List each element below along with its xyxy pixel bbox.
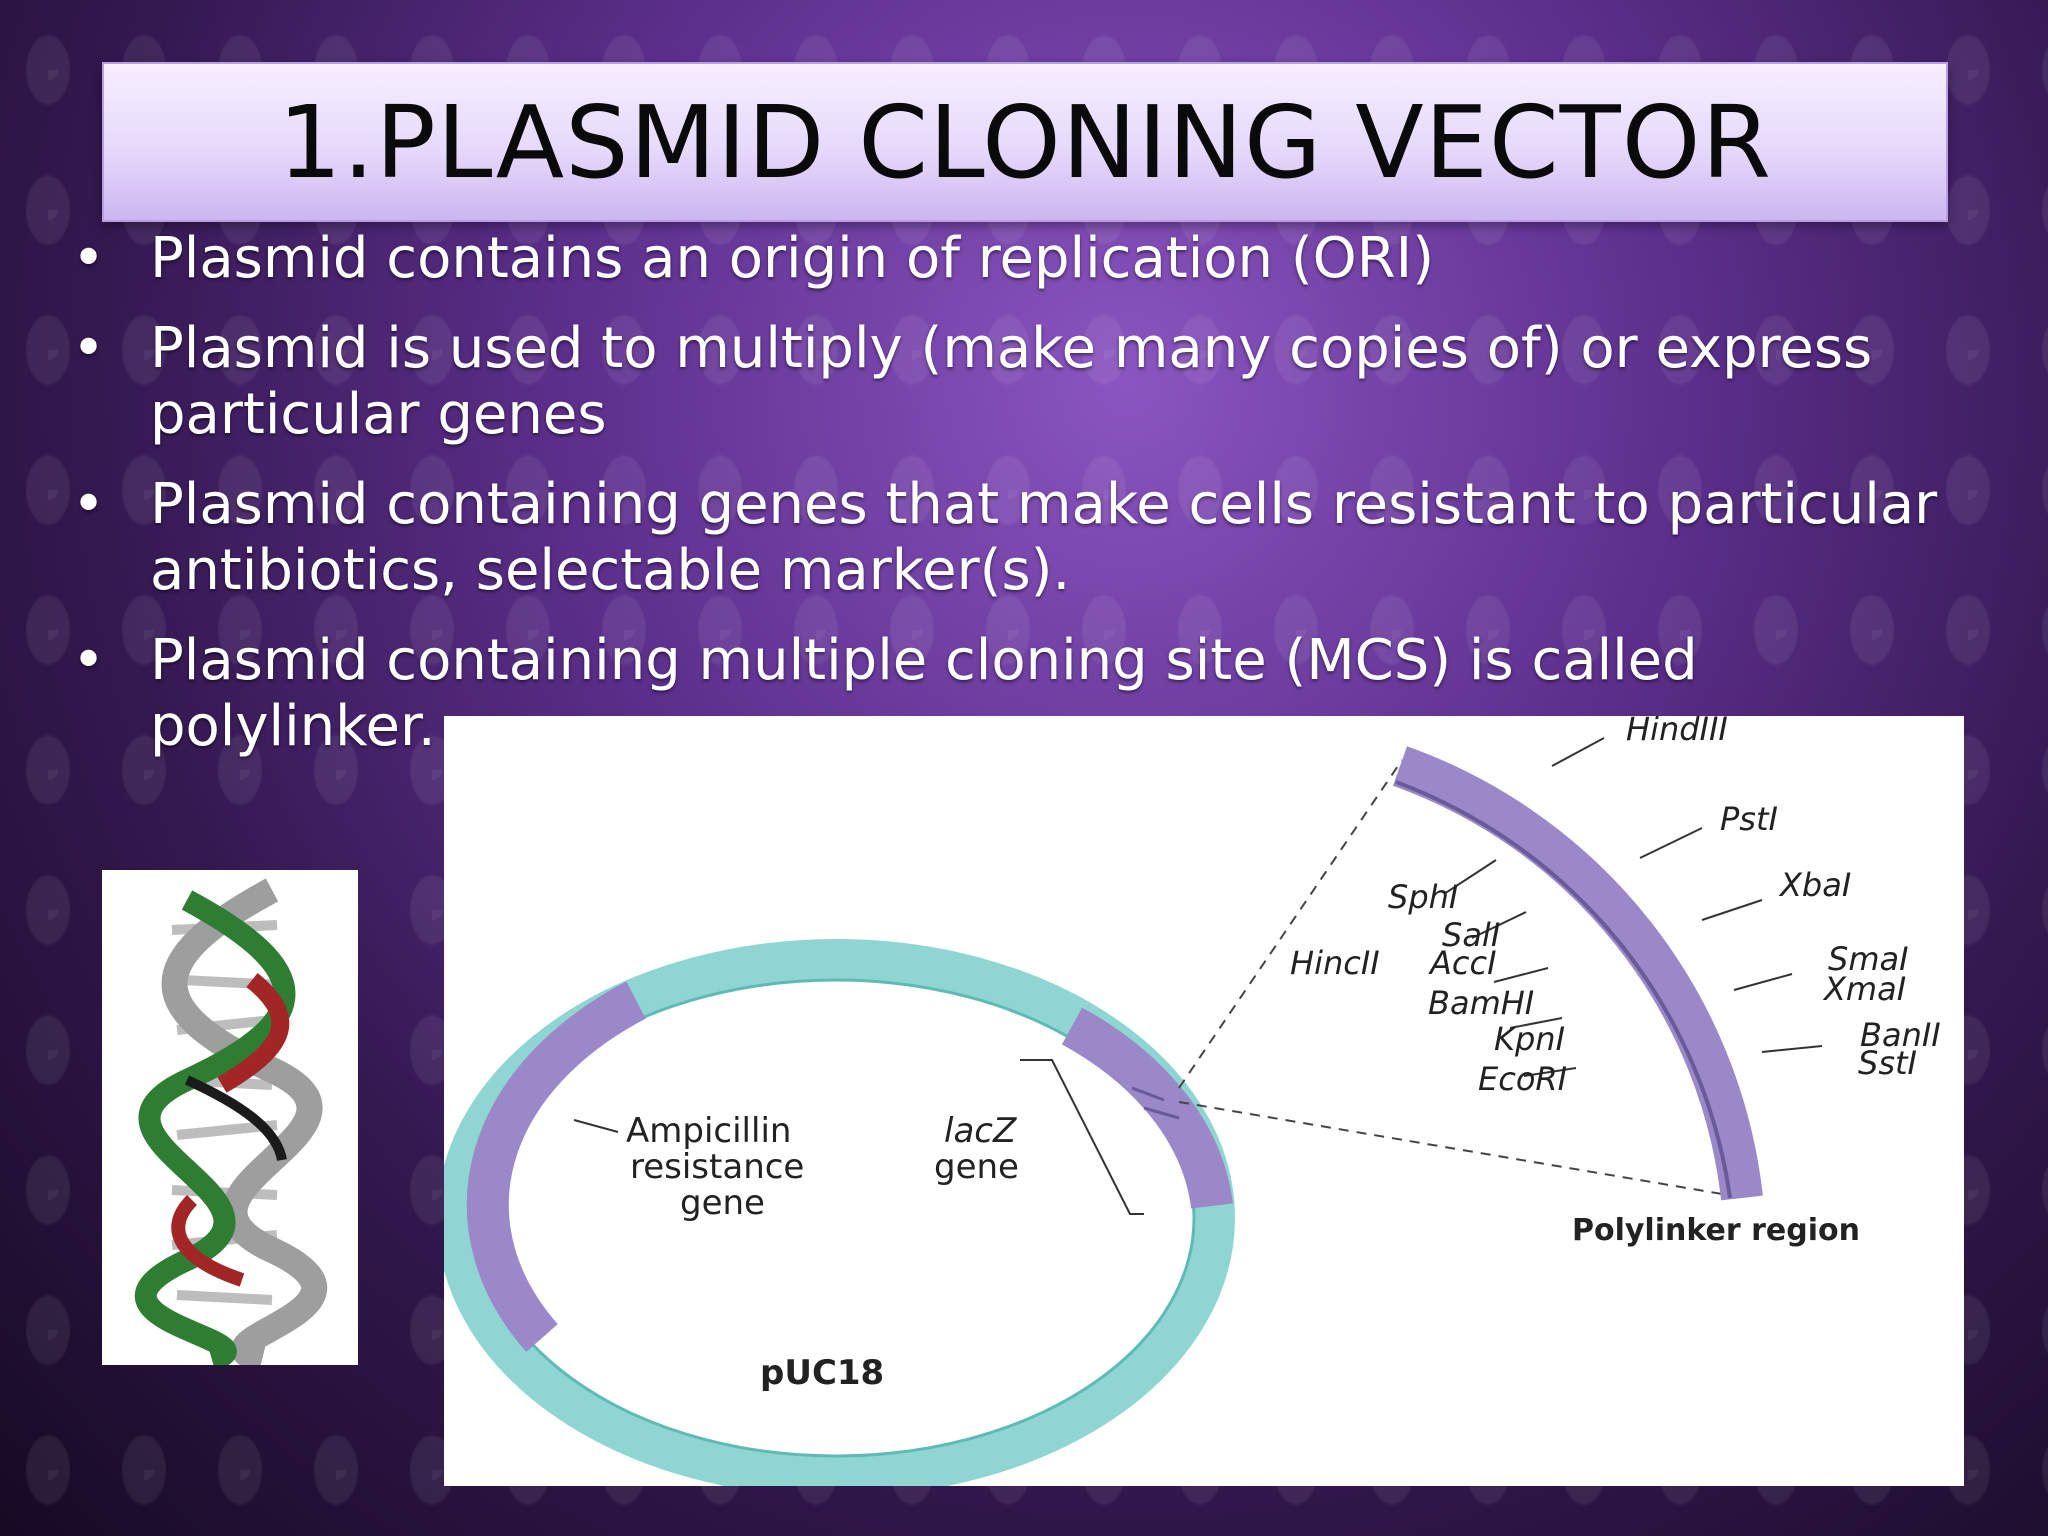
bullet-item: •Plasmid containing genes that make cell…: [72, 472, 1938, 603]
site-hincii: HincII: [1290, 944, 1380, 982]
lacz-label: gene: [934, 1147, 1019, 1187]
site-banii: BanII: [1860, 1016, 1941, 1054]
ampicillin-label: Ampicillin: [626, 1111, 791, 1151]
site-kpni: KpnI: [1494, 1020, 1565, 1058]
site-xmai: XmaI: [1822, 970, 1906, 1008]
bullet-item: •Plasmid contains an origin of replicati…: [72, 226, 1435, 291]
site-ecori: EcoRI: [1478, 1060, 1567, 1098]
plasmid-ring: [444, 939, 1235, 1486]
bullet-item: •Plasmid containing multiple cloning sit…: [72, 628, 1698, 759]
site-psti: PstI: [1720, 800, 1778, 838]
polylinker-arc: [1392, 746, 1763, 1201]
dna-helix-image: [102, 870, 358, 1373]
lacz-gene-arc: [1061, 1007, 1233, 1209]
plasmid-map: Ampicillin resistance gene lacZ gene pUC…: [444, 716, 1941, 1486]
ampicillin-label: gene: [680, 1183, 765, 1223]
slide-title: 1.PLASMID CLONING VECTOR: [278, 83, 1772, 201]
bullet-list: •Plasmid contains an origin of replicati…: [68, 226, 1968, 784]
site-hindiii: HindIII: [1626, 716, 1728, 748]
polylinker-label: Polylinker region: [1572, 1213, 1860, 1248]
site-ssti: SstI: [1858, 1044, 1917, 1082]
site-smai: SmaI: [1828, 940, 1909, 978]
dna-helix-icon: [134, 878, 327, 1373]
puc18-diagram: Ampicillin resistance gene lacZ gene pUC…: [444, 716, 1964, 1486]
lacz-label: lacZ: [944, 1111, 1017, 1151]
site-bamhi: BamHI: [1428, 984, 1534, 1022]
site-sphi: SphI: [1388, 878, 1458, 916]
site-xbai: XbaI: [1778, 866, 1851, 904]
ampicillin-label: resistance: [630, 1147, 804, 1187]
site-sali: SalI: [1442, 916, 1500, 954]
ampicillin-gene-arc: [466, 981, 646, 1352]
site-acci: AccI: [1428, 944, 1497, 982]
title-bar: 1.PLASMID CLONING VECTOR: [102, 62, 1948, 222]
plasmid-name: pUC18: [760, 1353, 884, 1393]
bullet-item: •Plasmid is used to multiply (make many …: [72, 316, 1873, 447]
